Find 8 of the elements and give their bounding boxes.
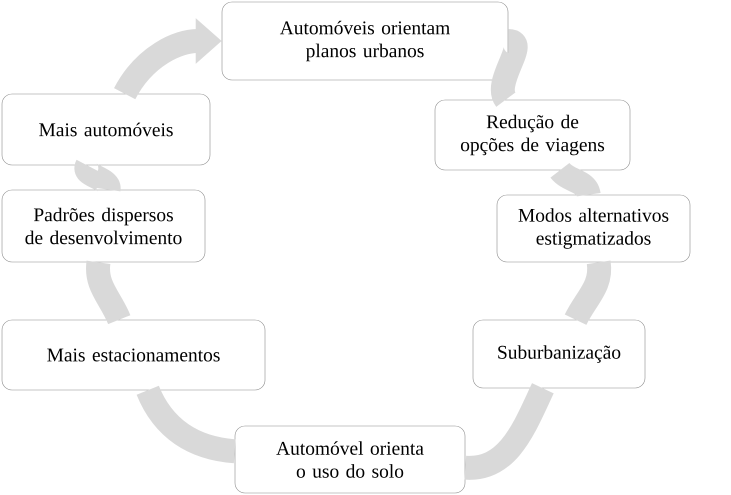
process-box: Padrões dispersos de desenvolvimento <box>2 190 206 262</box>
process-box: Suburbanização <box>472 320 646 388</box>
process-box: Automóvel orienta o uso do solo <box>234 426 466 494</box>
process-box: Mais estacionamentos <box>2 320 266 390</box>
process-box: Modos alternativos estigmatizados <box>496 194 690 262</box>
process-box: Mais automóveis <box>2 94 210 166</box>
process-box: Redução de opções de viagens <box>434 100 630 170</box>
process-box: Automóveis orientam planos urbanos <box>222 2 508 80</box>
